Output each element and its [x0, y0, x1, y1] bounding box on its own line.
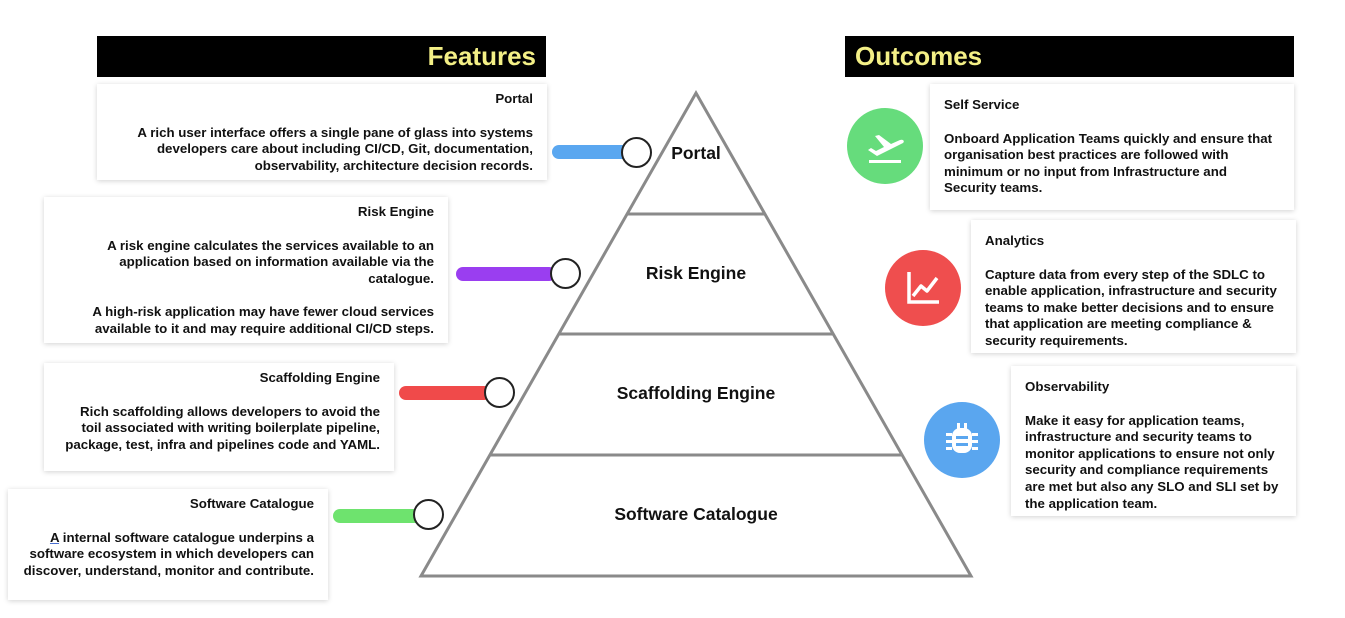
feature-text-risk-engine-2: A high-risk application may have fewer c… — [92, 304, 434, 336]
feature-card-portal: Portal A rich user interface offers a si… — [97, 84, 547, 180]
connector-bar-portal — [552, 145, 632, 159]
feature-text-rest: internal software catalogue underpins a … — [23, 529, 314, 578]
outcome-text-analytics: Capture data from every step of the SDLC… — [985, 266, 1277, 348]
pyramid-tier-portal: Portal — [671, 143, 721, 163]
outcome-text-observability: Make it easy for application teams, infr… — [1025, 412, 1279, 511]
pyramid-tier-risk-engine: Risk Engine — [645, 263, 747, 283]
airplane-takeoff-icon — [847, 108, 923, 184]
outcome-title-self-service: Self Service — [944, 97, 1020, 112]
connector-knob-scaffolding-engine — [484, 377, 515, 408]
outcome-title-observability: Observability — [1025, 379, 1110, 394]
features-header: Features — [97, 36, 546, 77]
feature-title-risk-engine: Risk Engine — [357, 204, 434, 219]
feature-card-risk-engine: Risk Engine A risk engine calculates the… — [44, 197, 448, 343]
pyramid-tier-software-catalogue: Software Catalogue — [614, 504, 778, 524]
outcomes-title: Outcomes — [855, 41, 983, 71]
outcome-card-observability: Observability Make it easy for applicati… — [1011, 366, 1296, 516]
outcome-card-analytics: Analytics Capture data from every step o… — [971, 220, 1296, 353]
pyramid-outline — [418, 89, 974, 578]
feature-title-software-catalogue: Software Catalogue — [189, 496, 314, 511]
outcome-card-self-service: Self Service Onboard Application Teams q… — [930, 84, 1294, 210]
connector-bar-software-catalogue — [333, 509, 423, 523]
feature-title-scaffolding-engine: Scaffolding Engine — [259, 370, 380, 385]
connector-bar-risk-engine — [456, 267, 556, 281]
features-title: Features — [427, 41, 536, 71]
connector-bar-scaffolding-engine — [399, 386, 491, 400]
feature-card-software-catalogue: Software Catalogue A internal software c… — [8, 489, 328, 600]
feature-card-scaffolding-engine: Scaffolding Engine Rich scaffolding allo… — [44, 363, 394, 471]
feature-text-scaffolding-engine: Rich scaffolding allows developers to av… — [65, 403, 380, 452]
feature-title-portal: Portal — [495, 91, 533, 106]
outcome-title-analytics: Analytics — [985, 233, 1045, 248]
outcomes-header: Outcomes — [845, 36, 1294, 77]
bug-icon — [924, 402, 1000, 478]
feature-text-risk-engine-1: A risk engine calculates the services av… — [107, 237, 434, 286]
feature-text-portal: A rich user interface offers a single pa… — [137, 124, 533, 173]
connector-knob-portal — [621, 137, 652, 168]
feature-text-software-catalogue: A internal software catalogue underpins … — [22, 530, 314, 580]
pyramid-tier-scaffolding-engine: Scaffolding Engine — [616, 383, 776, 403]
line-chart-icon — [885, 250, 961, 326]
connector-knob-risk-engine — [550, 258, 581, 289]
outcome-text-self-service: Onboard Application Teams quickly and en… — [944, 130, 1273, 196]
connector-knob-software-catalogue — [413, 499, 444, 530]
feature-text-first-word: A — [49, 529, 60, 545]
